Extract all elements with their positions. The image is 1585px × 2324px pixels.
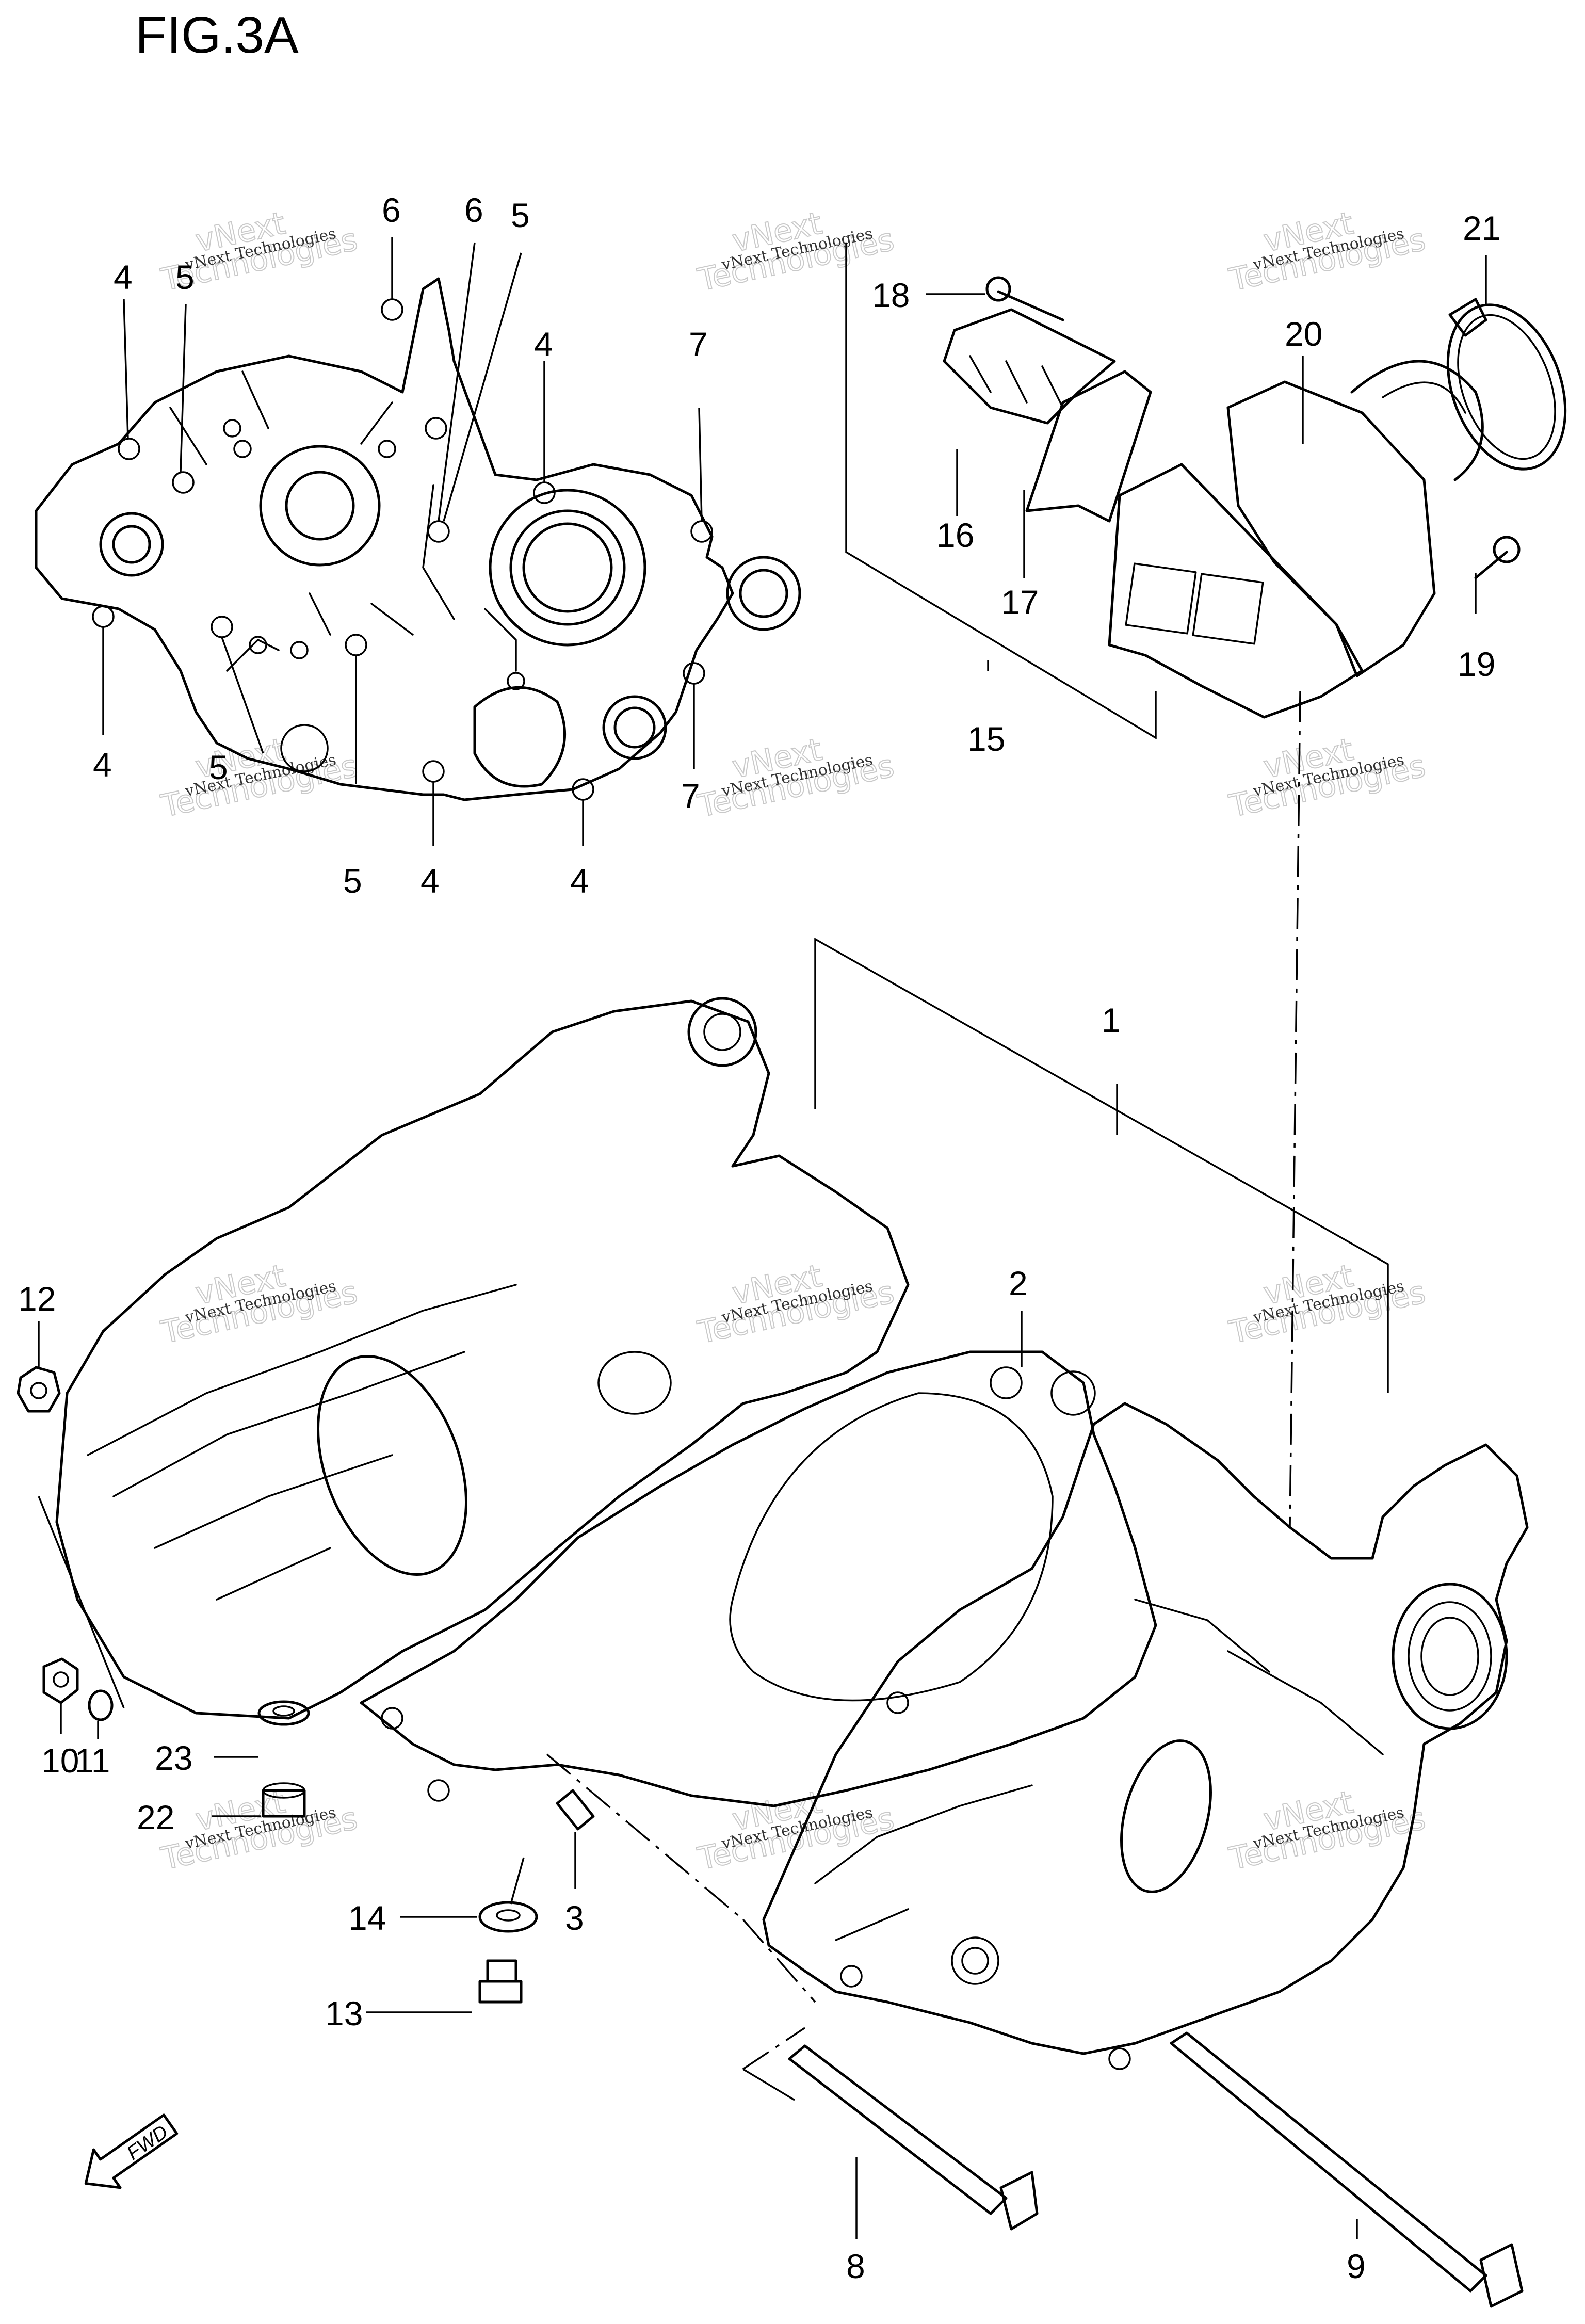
callout-6: 6 xyxy=(464,191,483,229)
callout-4: 4 xyxy=(534,325,553,363)
callout-3: 3 xyxy=(565,1899,584,1937)
callout-21: 21 xyxy=(1463,209,1500,247)
callout-2: 2 xyxy=(1009,1264,1028,1302)
watermark: vNext Technologies vNext Technologies xyxy=(1225,1784,1429,1878)
watermark: vNext Technologies vNext Technologies xyxy=(694,1257,898,1351)
reed-valve-drawing xyxy=(943,276,1567,719)
watermark-group: vNext Technologies vNext Technologies vN… xyxy=(157,205,1429,1878)
callout-20: 20 xyxy=(1285,315,1322,353)
callout-23: 23 xyxy=(155,1739,192,1777)
fwd-arrow-icon: FWD xyxy=(84,2113,179,2189)
callout-5: 5 xyxy=(209,748,228,786)
watermark: vNext Technologies vNext Technologies xyxy=(1225,731,1429,825)
callout-22: 22 xyxy=(137,1798,174,1836)
watermark: vNext Technologies vNext Technologies xyxy=(1225,205,1429,299)
callout-5: 5 xyxy=(511,196,530,234)
callout-17: 17 xyxy=(1001,583,1039,621)
watermark: vNext Technologies vNext Technologies xyxy=(157,1784,361,1878)
watermark: vNext Technologies vNext Technologies xyxy=(694,731,898,825)
callout-11: 11 xyxy=(75,1741,110,1780)
callout-4: 4 xyxy=(420,862,440,900)
reed-valve-leaders xyxy=(845,243,1487,740)
watermark: vNext Technologies vNext Technologies xyxy=(1225,1257,1429,1351)
callout-16: 16 xyxy=(936,516,974,554)
callout-8: 8 xyxy=(846,2247,865,2285)
callout-7: 7 xyxy=(689,325,708,363)
crankcase-half-drawing xyxy=(35,277,801,801)
callout-5: 5 xyxy=(175,258,195,296)
callout-12: 12 xyxy=(18,1280,56,1318)
main-crankcase-drawing xyxy=(55,997,1529,2070)
callout-6: 6 xyxy=(382,191,401,229)
callout-4: 4 xyxy=(93,746,112,784)
main-crankcase-leaders xyxy=(38,691,1389,2101)
callout-9: 9 xyxy=(1347,2247,1366,2285)
crankcase-half-leaders xyxy=(102,237,703,846)
watermark: vNext Technologies vNext Technologies xyxy=(157,1257,361,1351)
callout-7: 7 xyxy=(681,777,700,815)
callout-14: 14 xyxy=(348,1899,386,1937)
callout-15: 15 xyxy=(967,720,1005,758)
callout-labels: 6 6 5 4 5 4 7 4 5 7 5 4 4 18 20 21 16 17… xyxy=(18,191,1500,2285)
callout-19: 19 xyxy=(1458,645,1495,683)
callout-4: 4 xyxy=(114,258,133,296)
callout-1: 1 xyxy=(1102,1001,1121,1039)
callout-10: 10 xyxy=(41,1741,79,1780)
callout-13: 13 xyxy=(325,1994,363,2032)
hardware-parts-drawing xyxy=(17,1321,1524,2308)
callout-18: 18 xyxy=(872,276,910,314)
callout-4: 4 xyxy=(570,862,589,900)
callout-5: 5 xyxy=(343,862,362,900)
watermark: vNext Technologies vNext Technologies xyxy=(694,205,898,299)
figure-title: FIG.3A xyxy=(135,6,299,64)
